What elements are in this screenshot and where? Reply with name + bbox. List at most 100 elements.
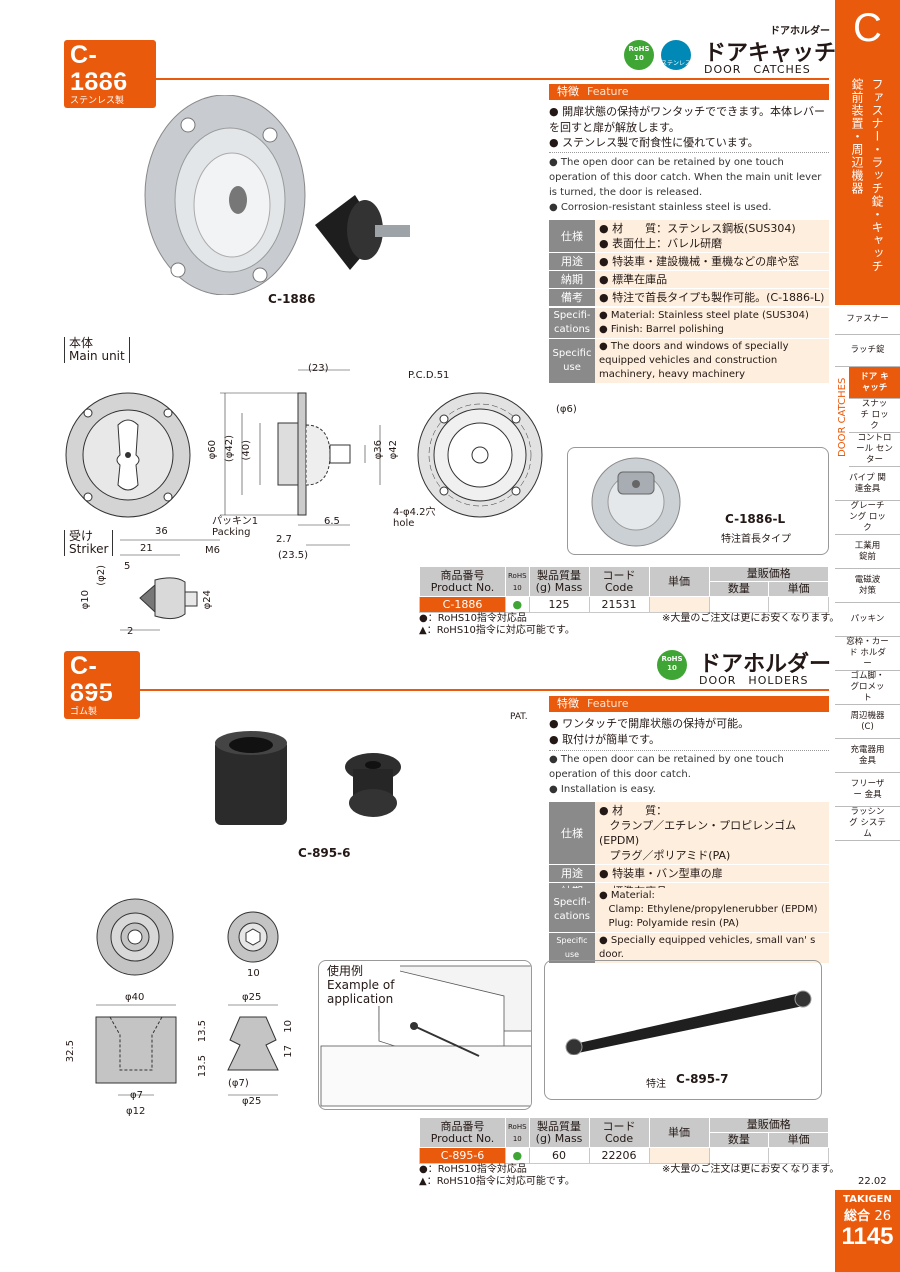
c895-dim-7: (φ7) <box>228 1078 249 1089</box>
c895-dim-10v: 10 <box>283 1020 294 1033</box>
c895-feature-jp-1: ● 取付けが簡単です。 <box>549 733 661 746</box>
dim-phi6: (φ6) <box>556 404 577 415</box>
side-menu-item-14[interactable]: フリーザー 金具 <box>835 773 900 807</box>
c1886-feature-en-1: ● Corrosion-resistant stainless steel is… <box>549 202 772 213</box>
c895-photo <box>215 731 401 825</box>
c8957-photo <box>565 990 812 1055</box>
dim-23: (23) <box>308 363 329 374</box>
dim-s10: φ10 <box>80 590 91 610</box>
side-menu-item-5[interactable]: パイプ 関連金具 <box>835 467 900 501</box>
c895-photo-caption: C-895-6 <box>298 846 351 860</box>
c895-title-en: DOOR HOLDERS <box>699 674 809 687</box>
side-tab-letter: C <box>853 6 882 50</box>
dim-60: φ60 <box>207 440 218 460</box>
dim-s5: 5 <box>124 561 131 572</box>
side-menu-item-15[interactable]: ラッシング システム <box>835 807 900 841</box>
c895-feature-en-1: ● Installation is easy. <box>549 784 656 795</box>
category-small: ドアホルダー <box>770 26 830 37</box>
c1886-photo-caption: C-1886 <box>268 292 316 306</box>
dim-40: (40) <box>241 440 252 461</box>
c1886-badge: C-1886 ステンレス製 <box>64 40 156 108</box>
c895-pat: PAT. <box>510 712 528 722</box>
side-menu-item-9[interactable]: パッキン <box>835 603 900 637</box>
c1886-title-en: DOOR CATCHES <box>704 63 811 76</box>
c1886-note-1: ▲：RoHS10指令に対応可能です。 <box>419 625 575 636</box>
sogo-number: 26 <box>874 1209 892 1224</box>
c1886-spec-en-table: Specifi-cations● Material: Stainless ste… <box>549 308 829 384</box>
c895-dim-32-5: 32.5 <box>65 1040 76 1063</box>
c895-dim-40: φ40 <box>125 992 145 1003</box>
example-box <box>318 960 532 1110</box>
c895-material: ゴム製 <box>70 707 98 717</box>
c1886-spec-jp-table: 仕様● 材 質：ステンレス鋼板(SUS304)● 表面仕上：バレル研磨 用途● … <box>549 220 829 307</box>
c895-dim-7s: φ7 <box>130 1090 143 1101</box>
c895-code: C-895 <box>70 652 114 707</box>
sogo-label: 総合 <box>843 1209 870 1224</box>
c895-dim-25b: φ25 <box>242 1096 262 1107</box>
c1886l-box <box>567 447 829 555</box>
c1886-main-drawing <box>65 369 543 546</box>
side-menu-item-6[interactable]: グレーチング ロック <box>835 501 900 535</box>
dim-m6: M6 <box>205 545 220 556</box>
c895-divider <box>549 750 829 751</box>
side-menu-item-1[interactable]: ラッチ錠 <box>835 335 900 367</box>
dim-s2p: (φ2) <box>96 565 107 586</box>
dim-42: φ42 <box>388 440 399 460</box>
example-label: 使用例 Example of application <box>327 964 400 1006</box>
dim-42p: (φ42) <box>224 435 235 463</box>
c895-bulk-note: ※大量のご注文は更にお安くなります。 <box>662 1164 840 1175</box>
c1886-divider <box>549 152 829 153</box>
c895-feature-en-0: ● The open door can be retained by one t… <box>549 754 784 780</box>
c895-dim-25: φ25 <box>242 992 262 1003</box>
side-tab: C ファスナー・ラッチ錠・キャッチ 錠前装置・周辺機器 <box>835 0 900 305</box>
c895-spec-jp-table: 仕様● 材 質： クランプ／エチレン・プロピレンゴム(EPDM) プラグ／ポリア… <box>549 802 829 901</box>
dim-2-7: 2.7 <box>276 534 292 545</box>
c8957-caption: C-895-7 <box>676 1072 729 1086</box>
side-door-catches-vertical: DOOR CATCHES <box>837 377 848 458</box>
c1886-stainless-icon: ステンレス <box>661 40 691 70</box>
c1886-feature-en-0: ● The open door can be retained by one t… <box>549 157 822 198</box>
c895-dim-12: φ12 <box>126 1106 146 1117</box>
side-menu-item-13[interactable]: 充電器用 金具 <box>835 739 900 773</box>
striker-drawing <box>120 539 220 631</box>
page-date: 22.02 <box>858 1176 887 1187</box>
c895-title-jp: ドアホルダー <box>699 652 832 677</box>
side-menu-item-12[interactable]: 周辺機器 (C) <box>835 705 900 739</box>
c895-dim-17: 17 <box>283 1045 294 1058</box>
c1886-feature-jp-0: ● 開扉状態の保持がワンタッチでできます。本体レバーを回すと扉が解放します。 <box>549 105 826 134</box>
c1886-title-jp: ドアキャッチ <box>704 41 837 66</box>
side-menu-item-0[interactable]: ファスナー <box>835 305 900 335</box>
example-illustration <box>320 965 531 1107</box>
c895-dim-13-5a: 13.5 <box>197 1020 208 1043</box>
table-row: C-1886 ● 125 21531 <box>419 596 829 613</box>
dim-23-5: (23.5) <box>278 550 309 561</box>
side-menu-item-2[interactable]: ドア キャッチ <box>849 367 900 399</box>
side-menu-item-11[interactable]: ゴム脚・ グロメット <box>835 671 900 705</box>
c1886-rule <box>64 78 829 80</box>
c1886l-photo <box>591 457 681 547</box>
c895-rule <box>64 689 829 691</box>
side-menu-item-7[interactable]: 工業用 錠前 <box>835 535 900 569</box>
c1886l-caption: C-1886-L <box>725 512 786 526</box>
brand-label: TAKIGEN <box>843 1194 892 1205</box>
side-menu-item-4[interactable]: コントロール センター <box>849 433 900 467</box>
c1886-product-table: 商品番号 Product No. RoHS 10 製品質量(g) Mass コー… <box>419 566 830 613</box>
dim-6-5: 6.5 <box>324 516 340 527</box>
page-number: 1145 <box>841 1223 894 1250</box>
side-menu-item-3[interactable]: スナッチ ロック <box>849 399 900 433</box>
side-menu-item-10[interactable]: 窓枠・カード ホルダー <box>835 637 900 671</box>
c895-product-table: 商品番号 Product No. RoHS 10 製品質量(g) Mass コー… <box>419 1117 830 1164</box>
c1886-code: C-1886 <box>70 41 128 96</box>
c895-badge: C-895 ゴム製 <box>64 651 140 719</box>
side-tab-title-col2: 錠前装置・周辺機器 <box>850 78 864 195</box>
side-menu-item-8[interactable]: 電磁波 対策 <box>835 569 900 603</box>
c895-note-1: ▲：RoHS10指令に対応可能です。 <box>419 1176 575 1187</box>
c895-dim-10: 10 <box>247 968 260 979</box>
c1886-bulk-note: ※大量のご注文は更にお安くなります。 <box>662 613 840 624</box>
c1886-note-0: ●：RoHS10指令対応品 <box>419 613 527 624</box>
c1886-rohs-icon: RoHS 10 <box>624 40 654 70</box>
page-number-box: TAKIGEN 総合 26 1145 <box>835 1190 900 1272</box>
side-tab-title-col1: ファスナー・ラッチ錠・キャッチ <box>870 78 884 273</box>
